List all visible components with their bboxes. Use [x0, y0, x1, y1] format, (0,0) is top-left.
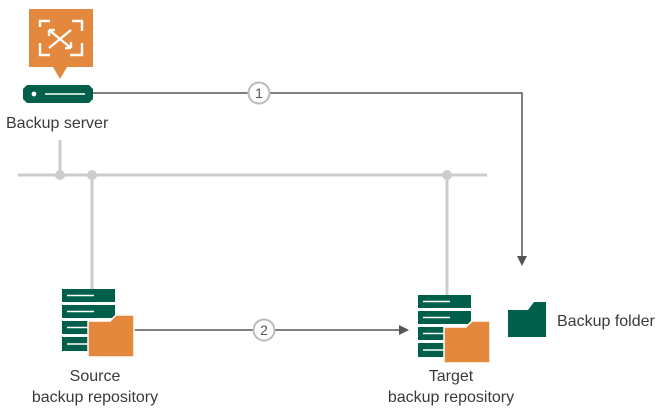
target-repository-label: Target backup repository: [370, 366, 532, 408]
target-repository-node: [418, 295, 491, 364]
folder-icon: [508, 302, 546, 337]
source-repository-label-line1: Source: [69, 368, 121, 385]
target-repository-label-line1: Target: [428, 368, 474, 385]
backup-folder-node: [508, 302, 546, 337]
step-badge-1: 1: [247, 81, 271, 105]
source-repository-label: Source backup repository: [14, 366, 176, 408]
network-bus: [18, 140, 487, 296]
source-repository-node: [62, 289, 135, 358]
connector-step-1: [93, 92, 527, 266]
step-number-1: 1: [255, 85, 263, 101]
backup-server-node: [23, 9, 93, 103]
backup-server-label: Backup server: [6, 115, 109, 132]
step-number-2: 2: [260, 322, 268, 338]
server-icon: [23, 85, 93, 103]
backup-folder-label: Backup folder: [557, 313, 655, 330]
repository-icon: [418, 295, 491, 364]
source-repository-label-line2: backup repository: [31, 389, 159, 406]
veeam-logo-icon: [29, 9, 93, 79]
target-repository-label-line2: backup repository: [387, 389, 515, 406]
repository-icon: [62, 289, 135, 358]
step-badge-2: 2: [252, 318, 276, 342]
